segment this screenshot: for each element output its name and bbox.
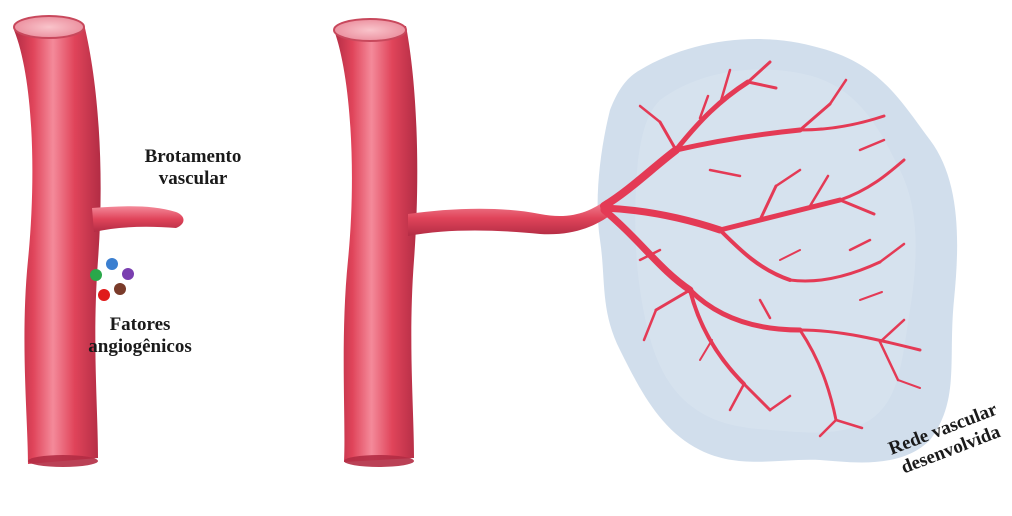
factor-dot-brown — [114, 283, 126, 295]
factors-label-line-2: angiogênicos — [70, 336, 210, 358]
tissue-region — [598, 39, 958, 462]
connecting-vessel — [408, 200, 612, 236]
factor-dot-red — [98, 289, 110, 301]
right-blood-vessel — [334, 19, 417, 467]
factor-dot-purple — [122, 268, 134, 280]
sprout-label-line-2: vascular — [128, 168, 258, 190]
sprout-label: Brotamento vascular — [128, 146, 258, 190]
left-vessel-lumen — [14, 16, 84, 38]
factor-dot-blue — [106, 258, 118, 270]
left-blood-vessel — [14, 16, 101, 467]
factors-label: Fatores angiogênicos — [70, 314, 210, 358]
right-vessel-lumen — [334, 19, 406, 41]
vascular-sprout — [92, 206, 184, 232]
factor-dot-green — [90, 269, 102, 281]
sprout-label-line-1: Brotamento — [128, 146, 258, 168]
factors-label-line-1: Fatores — [70, 314, 210, 336]
